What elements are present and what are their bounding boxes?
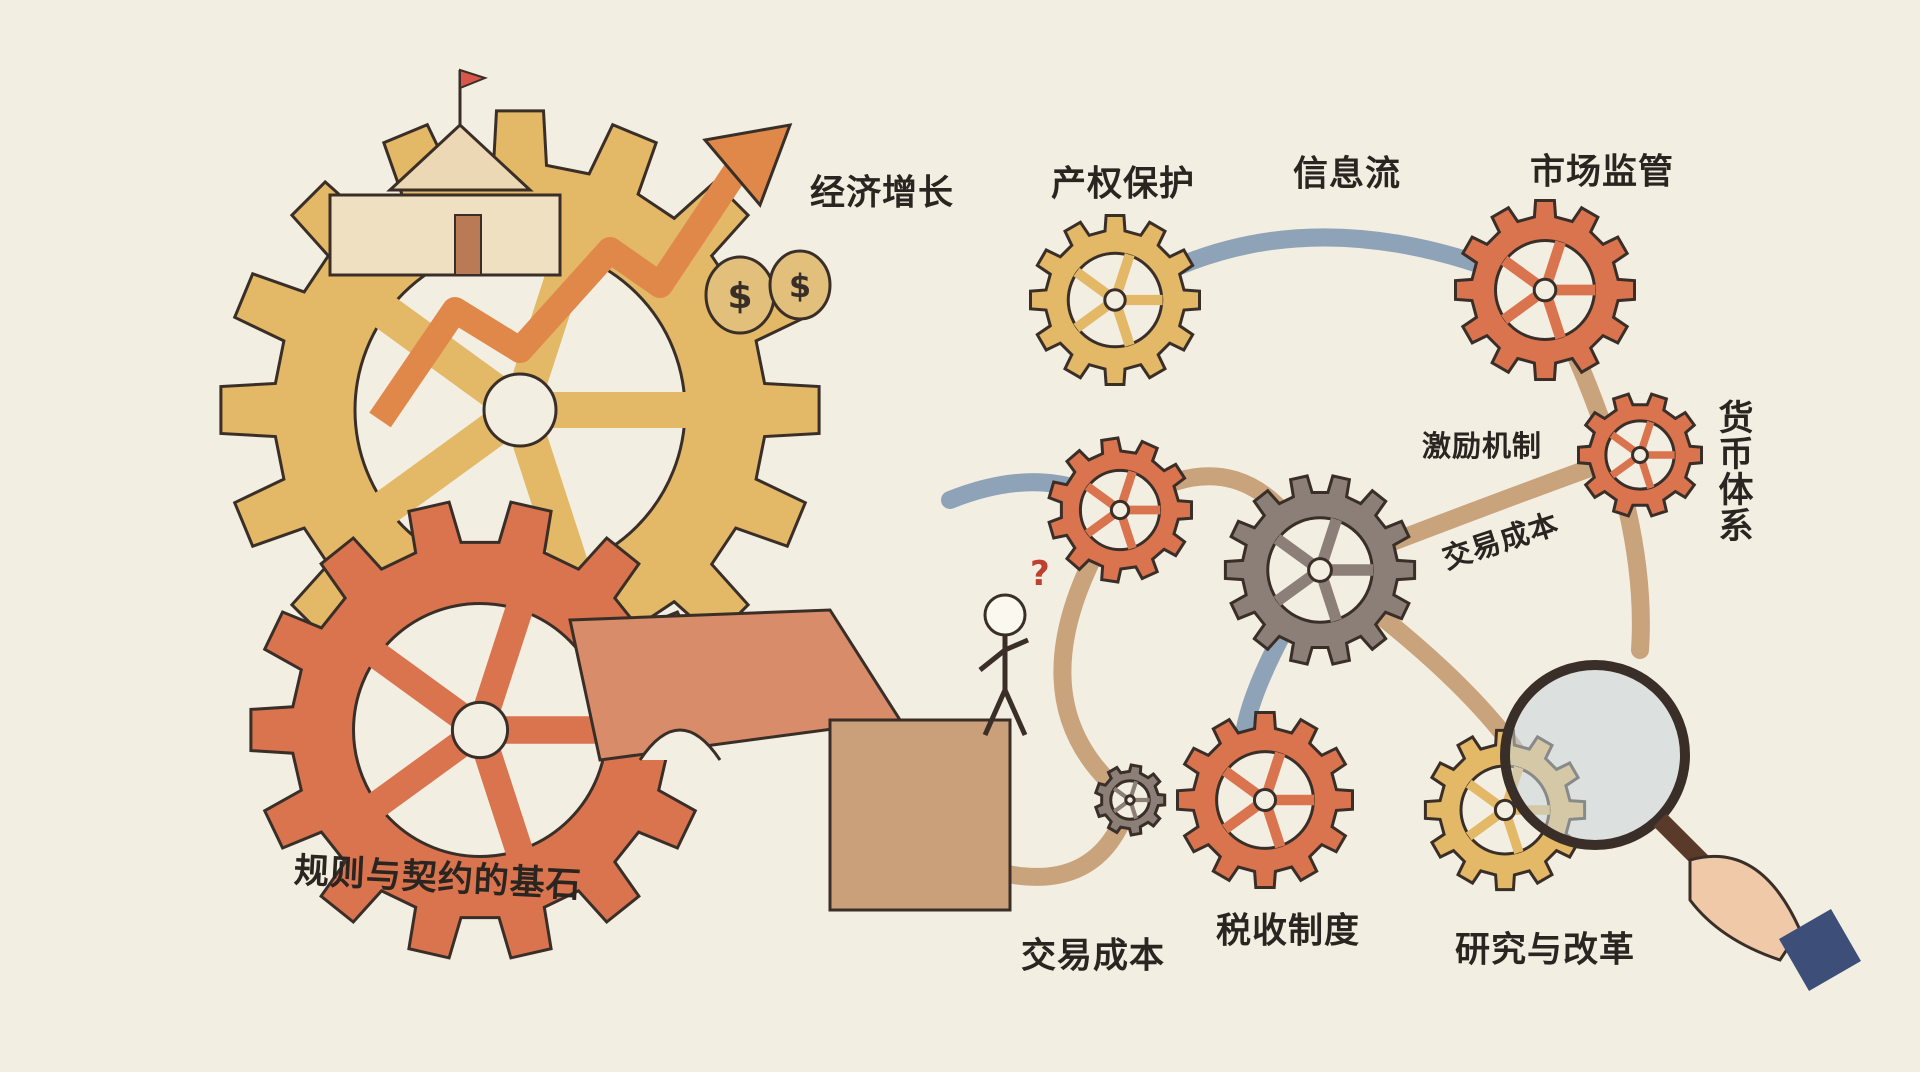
label-monetary-system: 货币体系 bbox=[1712, 399, 1753, 543]
bridge-icon bbox=[568, 608, 1012, 912]
label-incentive-mechanism: 激励机制 bbox=[1421, 429, 1543, 463]
label-information-flow: 信息流 bbox=[1292, 154, 1402, 195]
gear-icon bbox=[1047, 436, 1193, 584]
label-transaction-cost-bottom: 交易成本 bbox=[1020, 936, 1166, 977]
gear-icon bbox=[1577, 392, 1703, 518]
confused-person-icon: ? bbox=[978, 554, 1050, 737]
svg-text:$: $ bbox=[789, 267, 811, 305]
svg-text:$: $ bbox=[727, 276, 752, 317]
gear-icon bbox=[1176, 711, 1354, 889]
gear-icon bbox=[1029, 214, 1201, 386]
label-property-rights: 产权保护 bbox=[1050, 164, 1196, 205]
label-research-reform: 研究与改革 bbox=[1454, 930, 1636, 971]
magnifying-glass-icon bbox=[1500, 660, 1861, 991]
svg-text:?: ? bbox=[1030, 554, 1050, 594]
label-tax-system: 税收制度 bbox=[1215, 911, 1361, 952]
label-economic-growth: 经济增长 bbox=[809, 173, 955, 214]
money-bag-icon: $ $ bbox=[704, 249, 832, 335]
government-building-icon bbox=[328, 68, 562, 277]
gear-icon bbox=[1454, 199, 1636, 381]
gear-icon bbox=[1223, 474, 1417, 666]
growth-arrow-icon bbox=[369, 123, 793, 428]
label-market-regulation: 市场监管 bbox=[1529, 152, 1675, 193]
gear-icon bbox=[249, 500, 711, 960]
gear-icon bbox=[1093, 763, 1167, 837]
